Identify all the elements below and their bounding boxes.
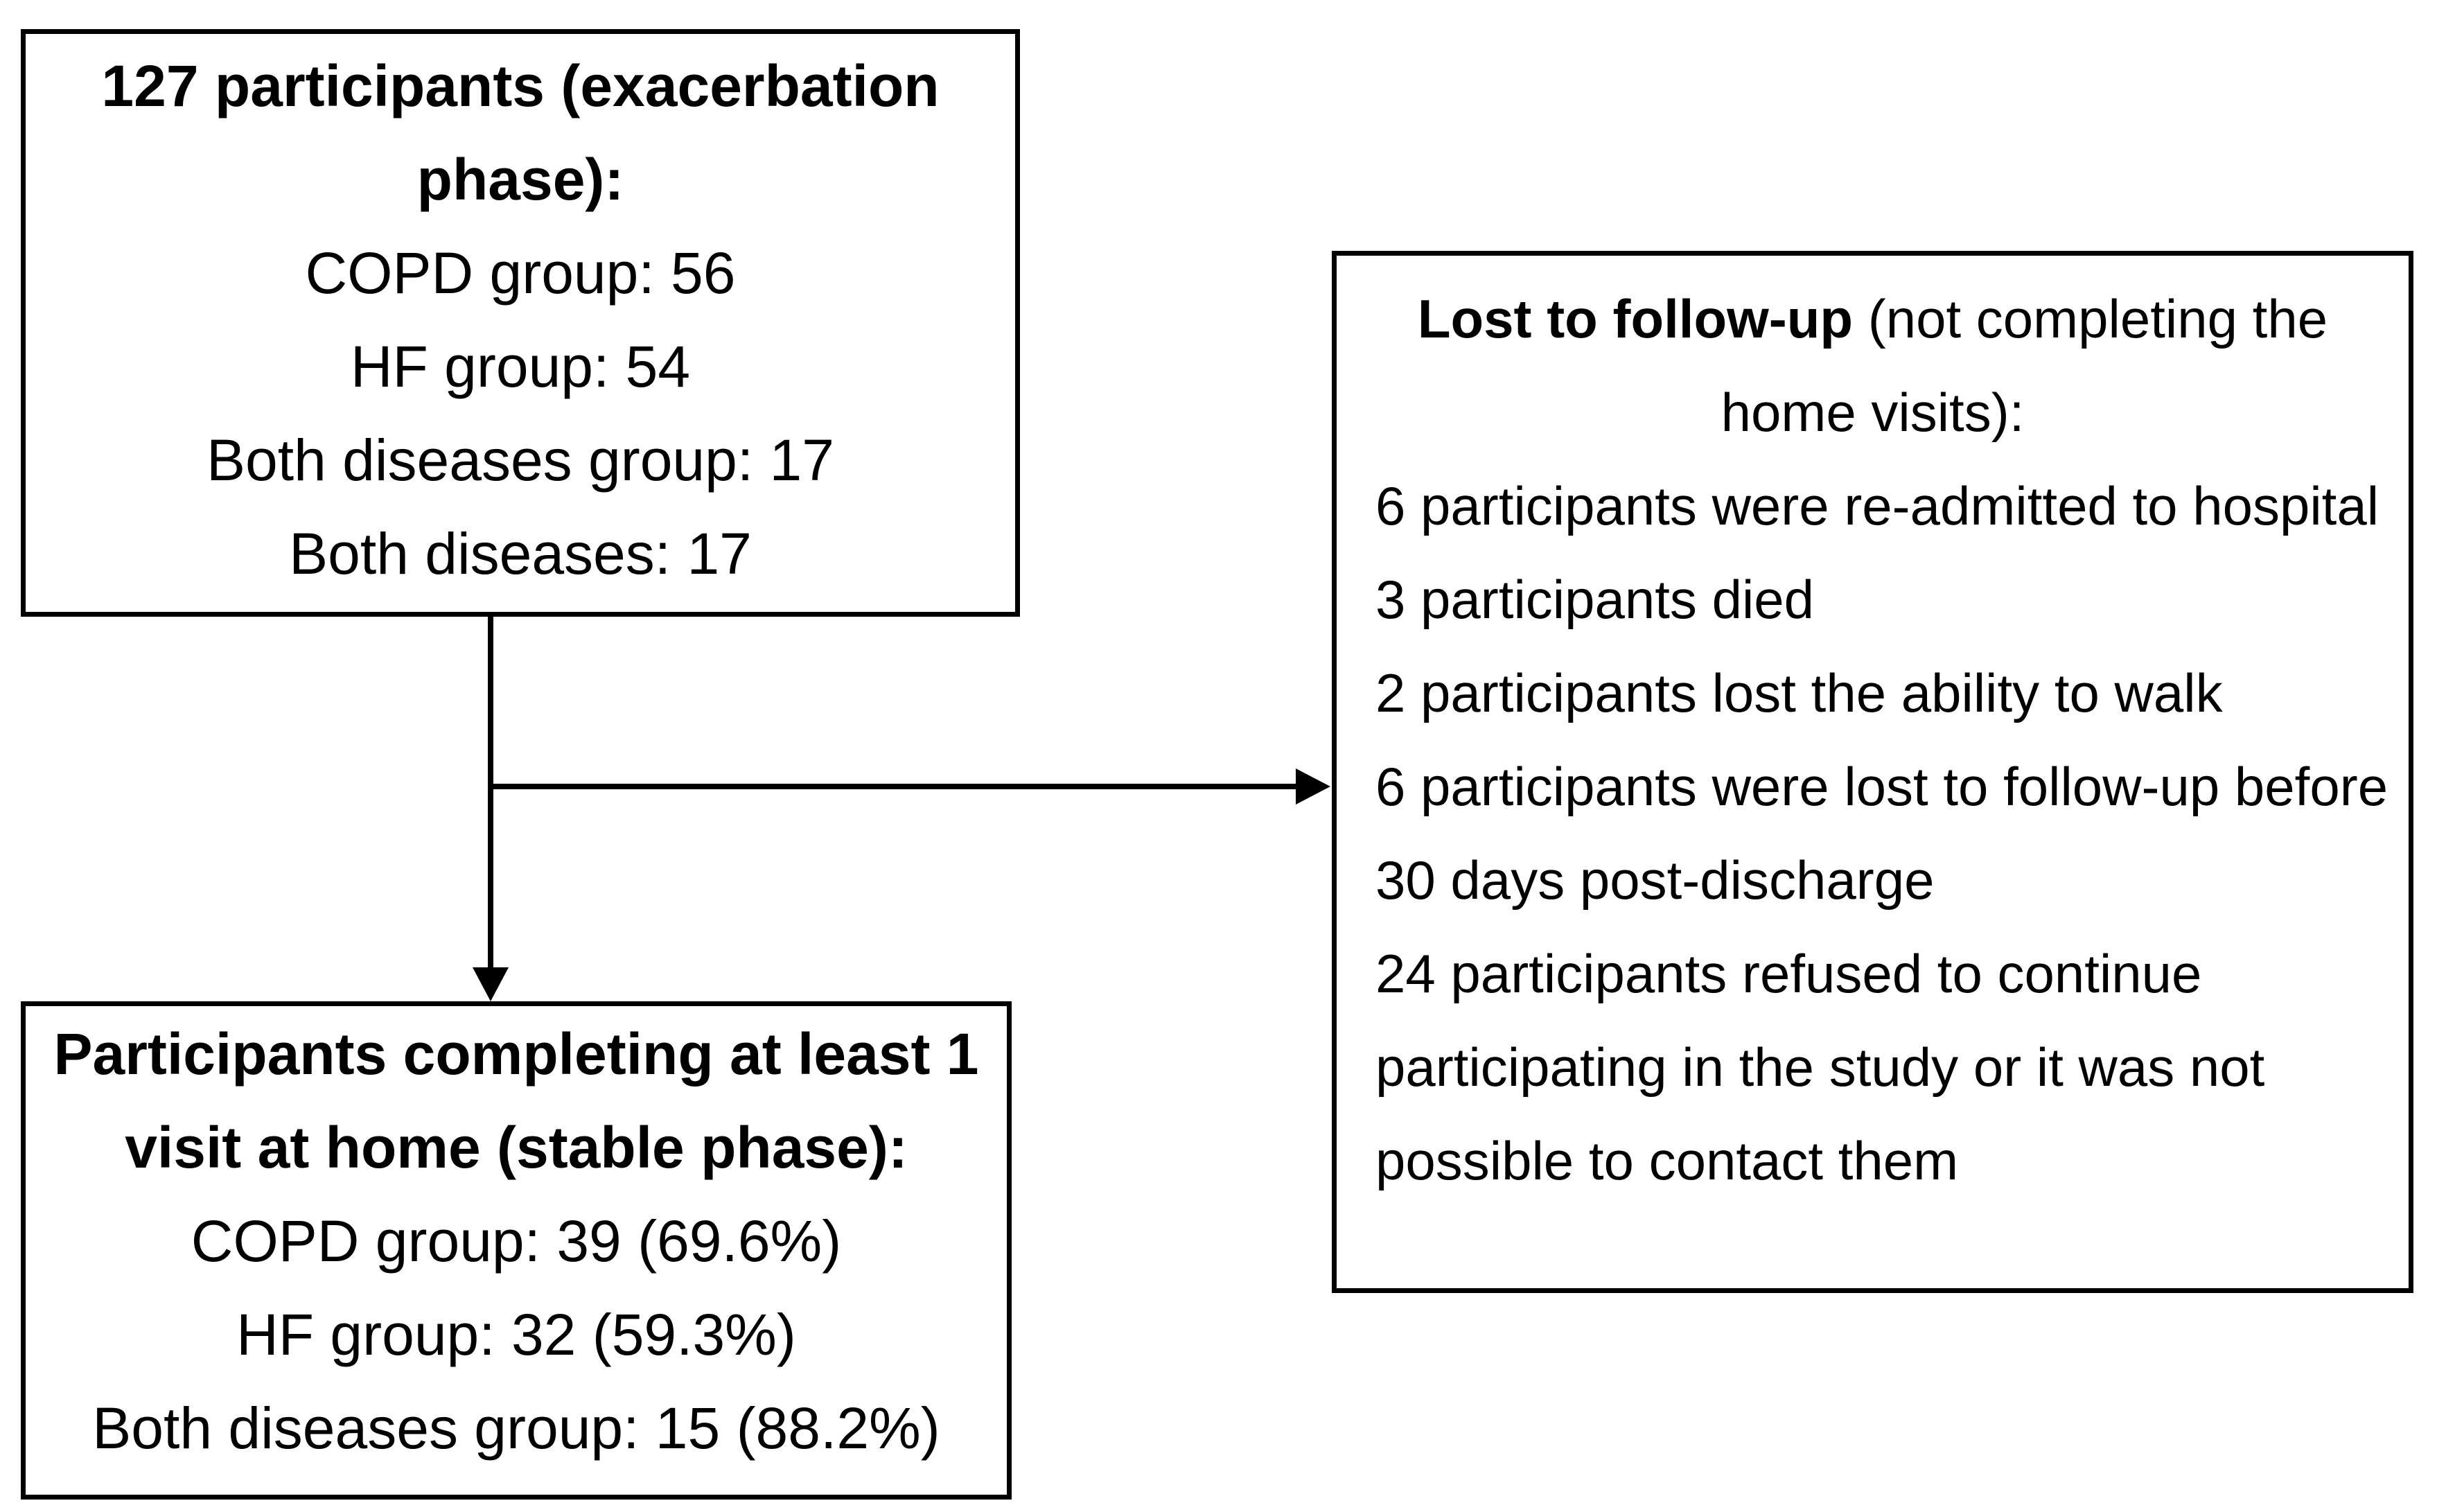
enrollment-title-line-2: phase): — [416, 147, 624, 212]
lost-entry-died: 3 participants died — [1375, 569, 1815, 630]
lost-entry-refused-line-3: possible to contact them — [1375, 1130, 1959, 1191]
lost-title-regular-text: (not completing the — [1853, 288, 2328, 349]
down-arrowhead-icon — [473, 967, 509, 1001]
lost-title-bold-text: Lost to follow-up — [1417, 288, 1854, 349]
enrollment-box: 127 participants (exacerbation phase): C… — [21, 29, 1020, 617]
enrollment-entry-copd: COPD group: 56 — [305, 240, 736, 306]
enrollment-entry-both-group: Both diseases group: 17 — [206, 428, 834, 493]
lost-entry-lost-walk: 2 participants lost the ability to walk — [1375, 662, 2223, 723]
right-arrow-line — [488, 784, 1296, 789]
completed-title-line-1: Participants completing at least 1 — [53, 1021, 979, 1087]
lost-entry-lost-followup-line-1: 6 participants were lost to follow-up be… — [1375, 756, 2388, 817]
down-arrow-stem — [488, 617, 493, 967]
lost-entry-lost-followup-line-2: 30 days post-discharge — [1375, 850, 1935, 911]
completed-entry-hf: HF group: 32 (59.3%) — [236, 1302, 796, 1367]
completed-title-line-2: visit at home (stable phase): — [125, 1115, 908, 1180]
completed-visit-box: Participants completing at least 1 visit… — [21, 1001, 1012, 1500]
lost-to-follow-up-box: Lost to follow-up (not completing the ho… — [1332, 251, 2413, 1293]
right-arrowhead-icon — [1296, 768, 1330, 805]
completed-entry-copd: COPD group: 39 (69.6%) — [191, 1208, 842, 1274]
enrollment-entry-hf: HF group: 54 — [350, 334, 691, 399]
lost-entry-readmitted: 6 participants were re-admitted to hospi… — [1375, 475, 2379, 536]
lost-title-line-2: home visits): — [1721, 382, 2025, 443]
enrollment-title-line-1: 127 participants (exacerbation — [101, 53, 940, 118]
lost-entry-refused-line-2: participating in the study or it was not — [1375, 1037, 2265, 1098]
completed-entry-both-group: Both diseases group: 15 (88.2%) — [92, 1396, 940, 1461]
lost-title-line-1: Lost to follow-up (not completing the — [1337, 272, 2409, 366]
lost-entry-refused-line-1: 24 participants refused to continue — [1375, 943, 2202, 1004]
enrollment-entry-both: Both diseases: 17 — [289, 521, 752, 586]
